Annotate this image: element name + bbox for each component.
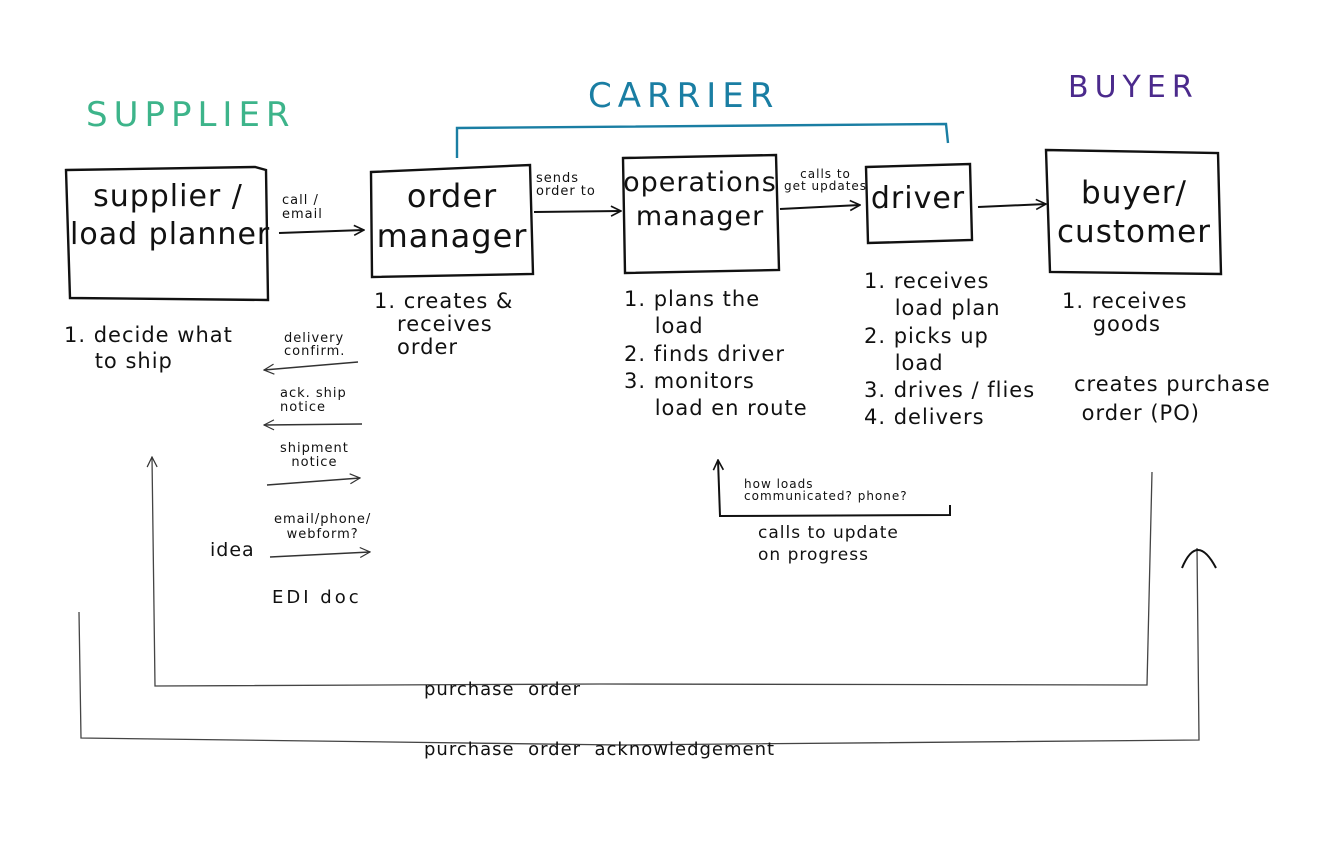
purchase-order-ack-loop [78, 547, 1200, 746]
arrow-order-to-ops [533, 211, 621, 212]
carrier-bracket [455, 122, 950, 158]
feedback-label: calls to update on progress [758, 523, 899, 566]
notes-buyer-creates-po: creates purchase order (PO) [1074, 372, 1271, 426]
order-manager-box [369, 163, 535, 279]
box-label-buyer: buyer/ customer [1057, 175, 1211, 250]
heading-supplier: SUPPLIER [86, 95, 296, 135]
arrow-supplier-to-order [278, 230, 364, 233]
notes-supplier: 1. decide what to ship [64, 323, 233, 374]
arrow-label-calls-updates: calls to get updates [784, 167, 868, 193]
arrow-ops-to-driver [779, 205, 860, 209]
arrow-label-call-email: call / email [282, 193, 323, 223]
message-ack-ship-notice: ack. ship notice [280, 386, 347, 416]
notes-buyer-receives: 1. receives goods [1062, 289, 1188, 337]
box-label-operations-manager: operations manager [623, 167, 777, 232]
heading-carrier: CARRIER [588, 76, 780, 116]
message-delivery-confirm: delivery confirm. [284, 331, 346, 359]
buyer-box [1044, 148, 1223, 276]
notes-order-manager: 1. creates & receives order [374, 289, 514, 360]
purchase-order-ack-arrowhead [1181, 549, 1217, 569]
arrow-email-phone-webform [269, 552, 370, 557]
feedback-loop-arrow [718, 460, 951, 518]
arrow-delivery-confirm [264, 361, 359, 370]
message-idea: idea [210, 539, 255, 561]
label-purchase-order-ack: purchase order acknowledgement [424, 739, 776, 760]
operations-manager-box [621, 153, 781, 275]
box-label-driver: driver [870, 181, 966, 216]
arrow-ack-ship-notice [264, 424, 363, 425]
purchase-order-loop [152, 457, 1153, 687]
arrow-shipment-notice [266, 478, 360, 486]
driver-box [864, 162, 974, 245]
label-purchase-order: purchase order [424, 679, 582, 700]
arrow-driver-to-buyer [977, 204, 1046, 207]
supplier-box [64, 165, 270, 302]
box-label-supplier: supplier / load planner [70, 179, 271, 252]
heading-buyer: BUYER [1068, 70, 1199, 105]
feedback-question: how loads communicated? phone? [744, 477, 908, 503]
message-shipment-notice: shipment notice [280, 441, 349, 471]
notes-operations-manager: 1. plans the load 2. finds driver 3. mon… [624, 287, 808, 421]
message-email-phone-webform: email/phone/ webform? [274, 512, 372, 542]
arrow-label-sends-order: sends order to [536, 171, 596, 199]
message-edi-doc: EDI doc [272, 587, 362, 608]
notes-driver: 1. receives load plan 2. picks up load 3… [864, 269, 1036, 430]
box-label-order-manager: order manager [376, 177, 528, 255]
